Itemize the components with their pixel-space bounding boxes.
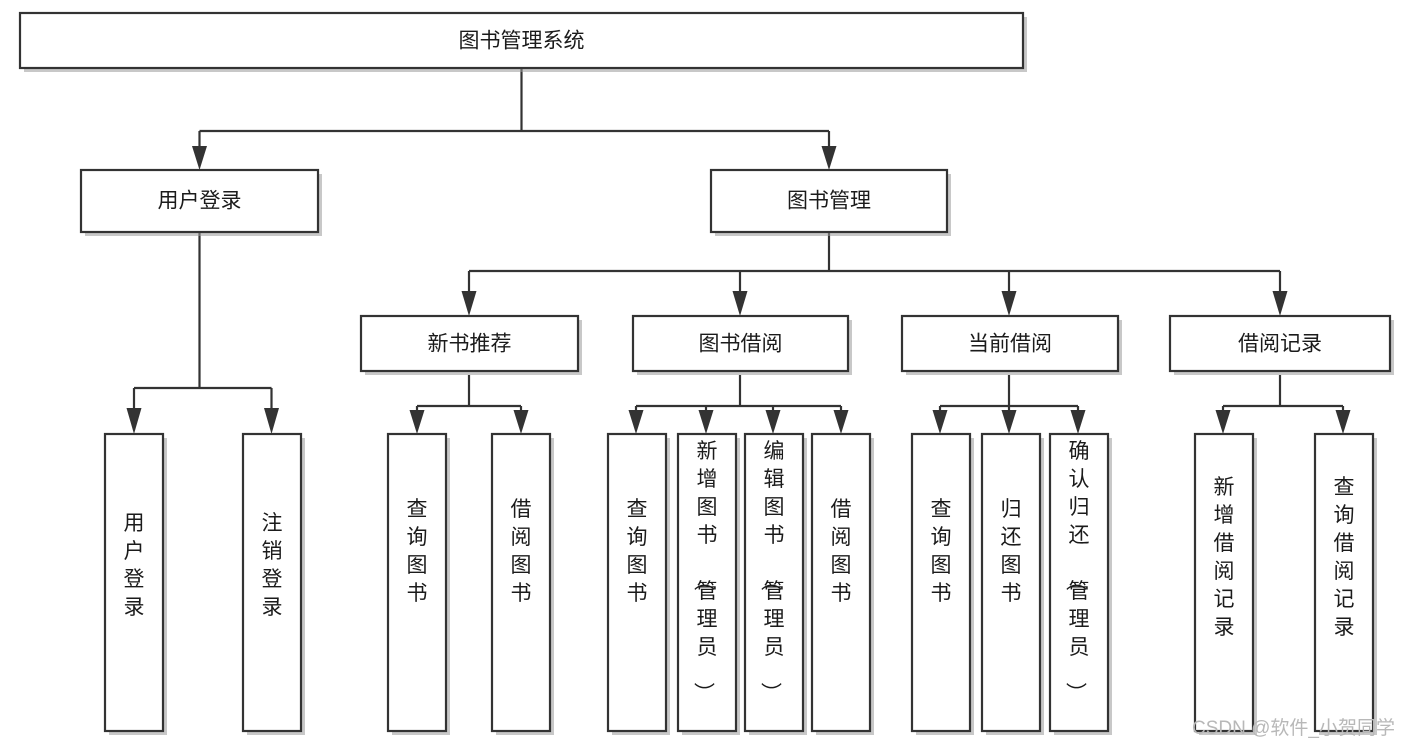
- leaf-label-vertical: 查询图书: [627, 498, 648, 605]
- leaf-box[interactable]: [910, 432, 972, 733]
- arrow-current-borrow-leaf2: [1001, 410, 1017, 434]
- arrow-book-borrow-leaf2: [698, 410, 714, 434]
- node-user-login[interactable]: 用户登录: [79, 168, 322, 236]
- leaf-label-vertical: 新增借阅记录: [1214, 476, 1235, 639]
- node-book-borrow[interactable]: 图书借阅: [631, 314, 852, 375]
- arrow-to-user-login: [192, 146, 207, 170]
- arrow-to-book-borrow: [732, 291, 748, 316]
- leaf-box[interactable]: [980, 432, 1042, 733]
- leaf-box[interactable]: [810, 432, 872, 733]
- node-new-book-recommend-box[interactable]: [359, 314, 580, 373]
- connector-layer: [126, 68, 1351, 434]
- leaf-node[interactable]: 注销登录: [241, 432, 305, 735]
- leaf-box[interactable]: [1313, 432, 1375, 733]
- arrow-user-login-leaf2: [264, 408, 279, 434]
- leaf-node[interactable]: 借阅图书: [490, 432, 554, 735]
- leaf-label-vertical: 查询图书: [407, 498, 428, 605]
- leaf-node[interactable]: 编辑图书（管理员）: [743, 432, 807, 735]
- leaf-node[interactable]: 归还图书: [980, 432, 1044, 735]
- arrow-new-book-leaf2: [513, 410, 529, 434]
- node-new-book-recommend[interactable]: 新书推荐: [359, 314, 582, 375]
- node-book-manage-box[interactable]: [709, 168, 949, 234]
- leaf-box[interactable]: [1193, 432, 1255, 733]
- arrow-new-book-leaf1: [409, 410, 425, 434]
- arrow-user-login-leaf1: [126, 408, 142, 434]
- leaf-label-vertical: 查询图书: [931, 498, 952, 605]
- node-user-login-label: 用户登录: [158, 190, 242, 213]
- leaf-node[interactable]: 用户登录: [103, 432, 167, 735]
- node-root[interactable]: 图书管理系统: [18, 11, 1027, 72]
- arrow-to-borrow-record: [1272, 291, 1288, 316]
- node-user-login-box[interactable]: [79, 168, 320, 234]
- node-root-label: 图书管理系统: [459, 30, 585, 53]
- arrow-current-borrow-leaf1: [932, 410, 948, 434]
- node-new-book-recommend-label: 新书推荐: [428, 333, 512, 356]
- leaf-node[interactable]: 查询图书: [910, 432, 974, 735]
- leaf-label-vertical: 查询借阅记录: [1334, 476, 1355, 639]
- leaf-label-vertical: 归还图书: [1001, 498, 1022, 605]
- node-book-manage-label: 图书管理: [787, 190, 871, 213]
- arrow-to-book-manage: [821, 146, 837, 170]
- leaf-label-vertical: 编辑图书（管理员）: [759, 440, 785, 703]
- leaf-box[interactable]: [241, 432, 303, 733]
- node-book-borrow-label: 图书借阅: [699, 333, 783, 356]
- node-book-manage[interactable]: 图书管理: [709, 168, 951, 236]
- leaf-label-vertical: 借阅图书: [511, 498, 532, 605]
- arrow-to-new-book: [461, 291, 477, 316]
- arrow-to-current-borrow: [1001, 291, 1017, 316]
- leaf-node[interactable]: 借阅图书: [810, 432, 874, 735]
- leaf-box[interactable]: [743, 432, 805, 733]
- node-borrow-record-label: 借阅记录: [1238, 333, 1322, 356]
- leaf-label-vertical: 借阅图书: [831, 498, 852, 605]
- arrow-borrow-record-leaf1: [1215, 410, 1231, 434]
- leaf-box[interactable]: [490, 432, 552, 733]
- leaf-node[interactable]: 新增图书（管理员）: [676, 432, 740, 735]
- node-current-borrow[interactable]: 当前借阅: [900, 314, 1122, 375]
- node-root-box[interactable]: [18, 11, 1025, 70]
- csdn-watermark: CSDN @软件_小贺同学: [1192, 717, 1395, 739]
- leaf-node[interactable]: 查询借阅记录: [1313, 432, 1377, 735]
- leaf-node[interactable]: 确认归还（管理员）: [1048, 432, 1112, 735]
- leaf-node[interactable]: 查询图书: [386, 432, 450, 735]
- arrow-book-borrow-leaf3: [765, 410, 781, 434]
- arrow-current-borrow-leaf3: [1070, 410, 1086, 434]
- leaf-label-vertical: 确认归还（管理员）: [1064, 440, 1090, 703]
- leaf-box[interactable]: [676, 432, 738, 733]
- leaf-box[interactable]: [386, 432, 448, 733]
- leaf-box[interactable]: [1048, 432, 1110, 733]
- leaf-node[interactable]: 新增借阅记录: [1193, 432, 1257, 735]
- node-current-borrow-label: 当前借阅: [968, 333, 1052, 356]
- arrow-borrow-record-leaf2: [1335, 410, 1351, 434]
- node-borrow-record-box[interactable]: [1168, 314, 1392, 373]
- leaf-box[interactable]: [606, 432, 668, 733]
- leaf-label-vertical: 新增图书（管理员）: [692, 440, 718, 703]
- node-current-borrow-box[interactable]: [900, 314, 1120, 373]
- node-borrow-record[interactable]: 借阅记录: [1168, 314, 1394, 375]
- arrow-book-borrow-leaf4: [833, 410, 849, 434]
- node-book-borrow-box[interactable]: [631, 314, 850, 373]
- arrow-book-borrow-leaf1: [628, 410, 644, 434]
- leaf-label-vertical: 用户登录: [124, 512, 145, 619]
- leaf-label-vertical: 注销登录: [262, 512, 283, 619]
- leaf-node[interactable]: 查询图书: [606, 432, 670, 735]
- leaf-box[interactable]: [103, 432, 165, 733]
